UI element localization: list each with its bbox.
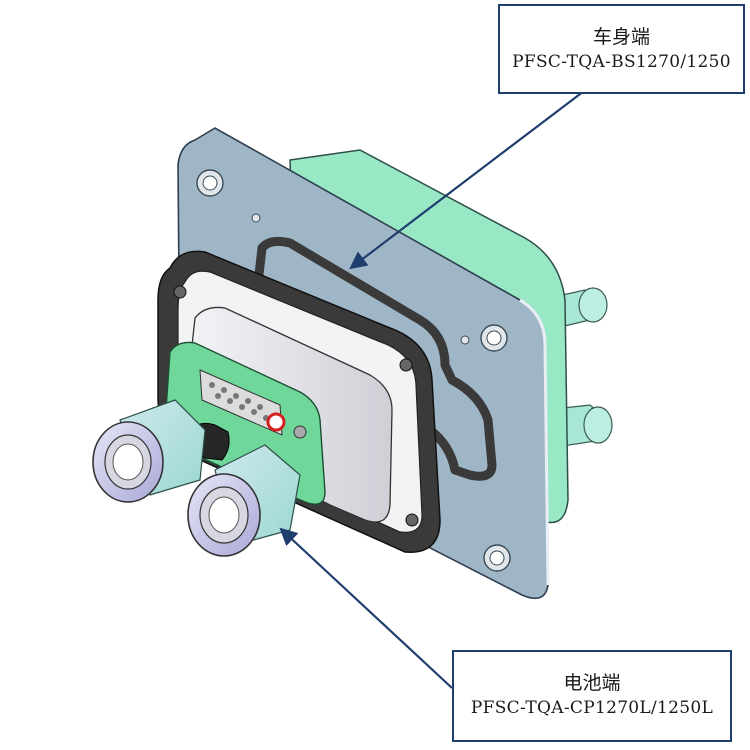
connector-assembly-icon — [92, 127, 613, 600]
battery-side-callout: 电池端 PFSC-TQA-CP1270L/1250L — [452, 650, 732, 742]
coupling-nut-right — [187, 473, 261, 557]
battery-side-part-number: PFSC-TQA-CP1270L/1250L — [470, 698, 714, 718]
arrow-icon — [279, 527, 453, 689]
flange-mounting-holes — [196, 169, 511, 572]
battery-side-label: 电池端 — [563, 672, 621, 694]
vehicle-side-label: 车身端 — [592, 26, 650, 48]
coupling-nut-left — [92, 421, 164, 503]
vehicle-side-part-number: PFSC-TQA-BS1270/1250 — [512, 52, 731, 72]
vehicle-side-callout: 车身端 PFSC-TQA-BS1270/1250 — [498, 4, 745, 94]
signal-pin-field — [199, 369, 307, 439]
arrow-icon — [349, 87, 589, 270]
